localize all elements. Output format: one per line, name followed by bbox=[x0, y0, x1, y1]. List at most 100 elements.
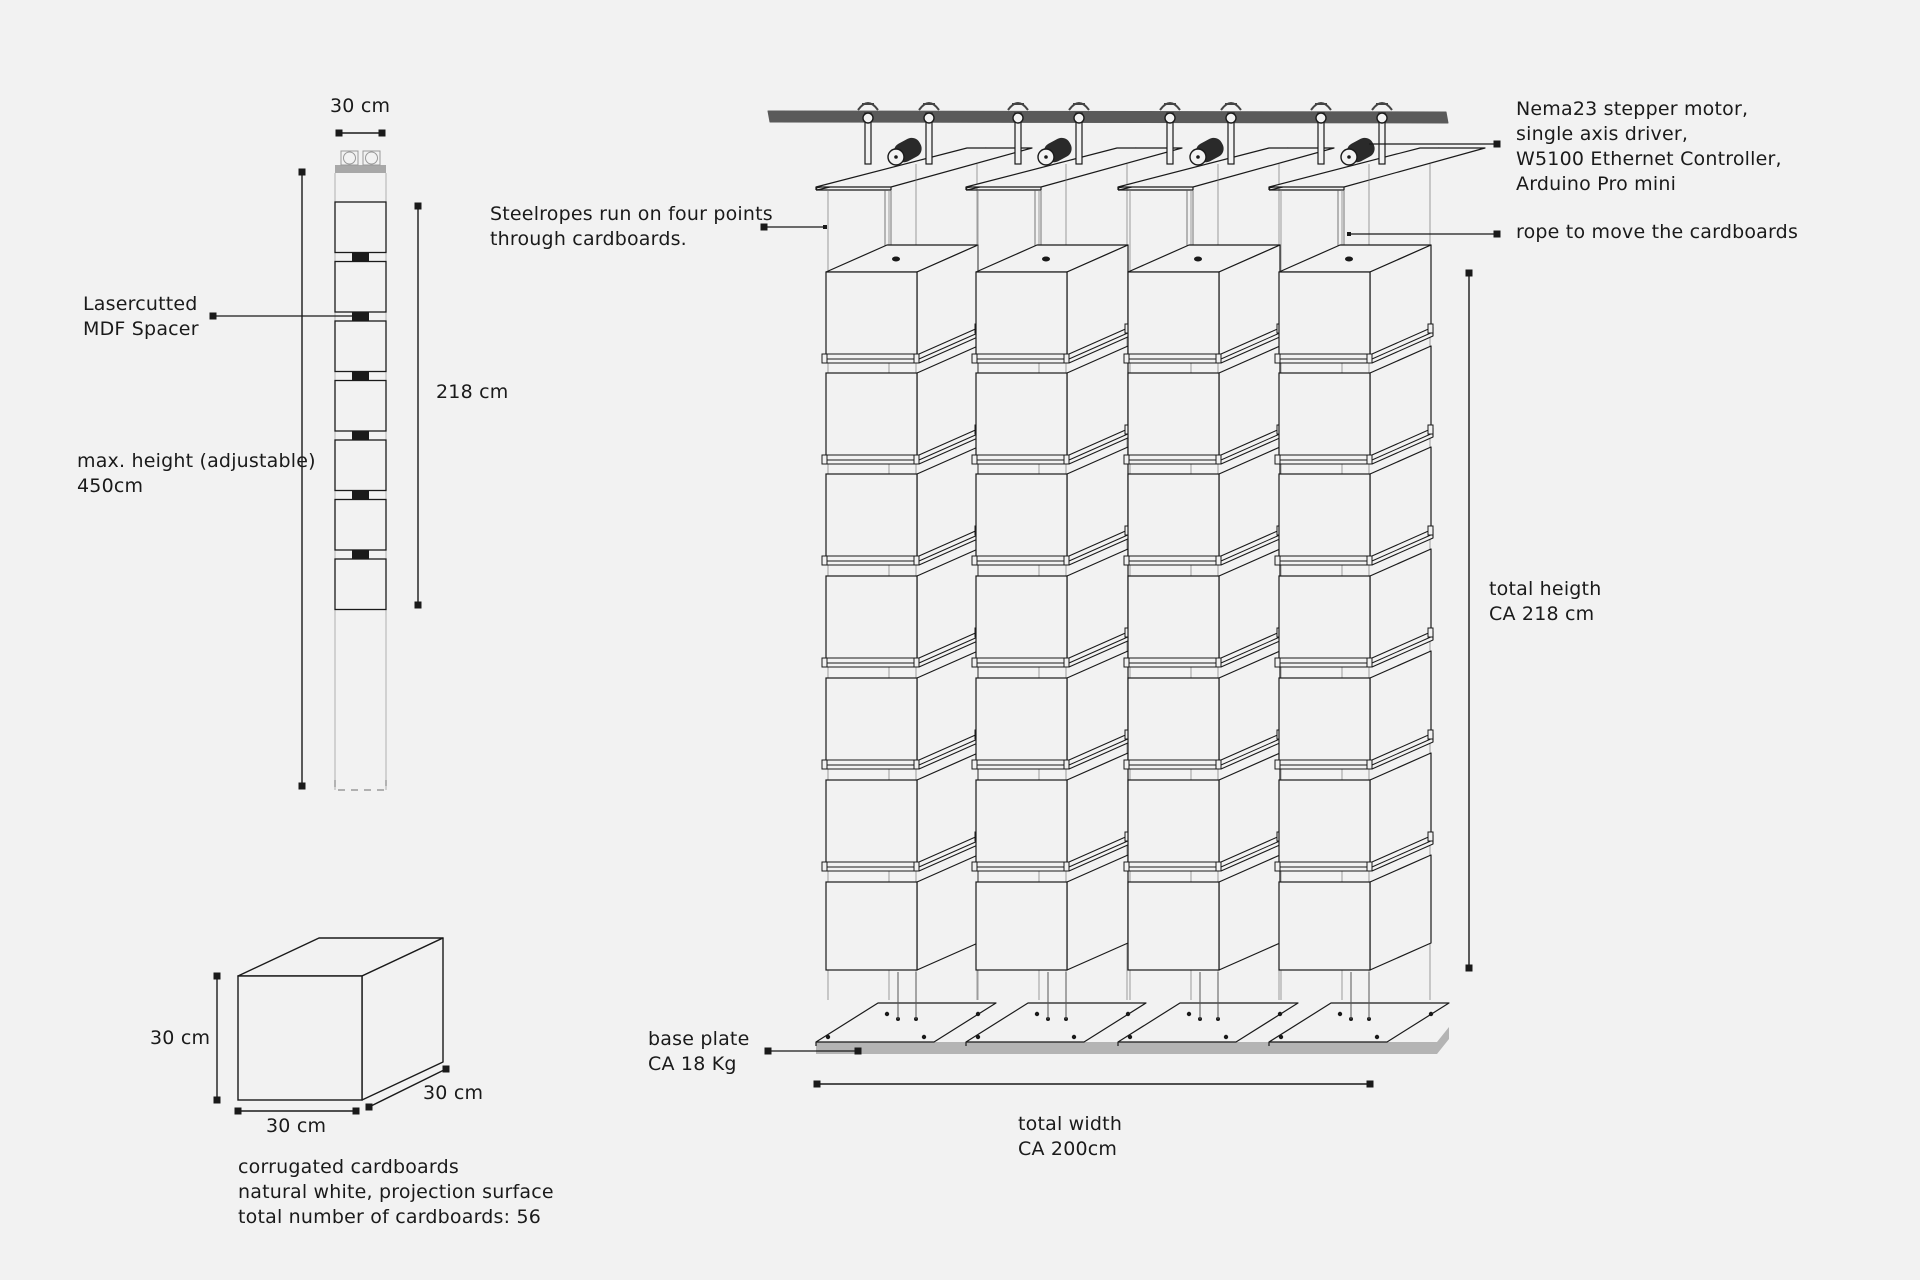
rope-hole bbox=[1042, 256, 1050, 262]
rail-clamp-icon bbox=[1310, 102, 1332, 117]
side-view bbox=[298, 129, 422, 791]
mdf-spacer-edge bbox=[918, 737, 981, 766]
spacer-clip bbox=[913, 555, 920, 566]
total-height-label-line-1: total heigth bbox=[1489, 578, 1602, 600]
spacer-clip bbox=[1123, 657, 1130, 668]
side-cardboard bbox=[334, 558, 387, 611]
rail-clamp-icon bbox=[857, 102, 879, 117]
base-bolt bbox=[1127, 1034, 1133, 1040]
base-plate-leader-end bbox=[764, 1047, 772, 1055]
spacer-clip bbox=[1366, 454, 1373, 465]
spacer-clip bbox=[1274, 555, 1281, 566]
rope-hole bbox=[1345, 256, 1353, 262]
mdf-spacer-edge bbox=[1371, 331, 1434, 360]
spacer-clip bbox=[1063, 657, 1070, 668]
base-plate-shadow bbox=[1269, 1027, 1449, 1054]
spacer-clip bbox=[1063, 353, 1070, 364]
cube-height-dimension-end bbox=[213, 1096, 221, 1104]
spacer-label: Lasercutted MDF Spacer bbox=[83, 292, 199, 342]
clamp-nut bbox=[1164, 112, 1176, 124]
base-plate-top bbox=[1268, 1002, 1450, 1043]
base-bolt bbox=[1034, 1011, 1040, 1017]
base-plate-shadow bbox=[816, 1027, 996, 1054]
mdf-spacer-edge bbox=[1371, 635, 1434, 664]
cardboard-front-face bbox=[1127, 372, 1220, 462]
mdf-spacer-edge bbox=[1371, 737, 1434, 766]
mdf-spacer-edge bbox=[918, 533, 981, 562]
cardboard-front-face bbox=[825, 271, 918, 361]
cardboard-front-face bbox=[1278, 881, 1371, 971]
motor-shaft bbox=[1347, 155, 1351, 159]
mdf-spacer-edge bbox=[1068, 432, 1131, 461]
spacer-clip bbox=[1123, 861, 1130, 872]
ceiling-plate bbox=[965, 147, 1183, 188]
mdf-spacer-edge bbox=[1220, 533, 1283, 562]
rope-leader-end bbox=[1493, 230, 1501, 238]
base-bolt bbox=[1125, 1011, 1131, 1017]
ceiling-plate bbox=[815, 147, 1033, 188]
base-bolt bbox=[1071, 1034, 1077, 1040]
steelropes-label-line-1: Steelropes run on four points bbox=[490, 203, 773, 225]
side-cardboard bbox=[334, 439, 387, 492]
base-bolt bbox=[975, 1011, 981, 1017]
cardboard-front-face bbox=[825, 575, 918, 665]
clamp-nut bbox=[1225, 112, 1237, 124]
base-bolt bbox=[1223, 1034, 1229, 1040]
spacer-clip bbox=[1274, 353, 1281, 364]
side-height-label: 218 cm bbox=[436, 381, 509, 403]
max-height-label: max. height (adjustable) 450cm bbox=[77, 449, 316, 499]
ceiling-plate bbox=[1268, 147, 1486, 188]
cardboard-front-face bbox=[1127, 271, 1220, 361]
base-bolt bbox=[1374, 1034, 1380, 1040]
spacer-clip bbox=[913, 657, 920, 668]
mdf-spacer-edge bbox=[918, 635, 981, 664]
base-plate-top bbox=[965, 1002, 1147, 1043]
tower-column bbox=[815, 102, 1033, 1054]
spacer-clip bbox=[971, 454, 978, 465]
spacer-clip bbox=[913, 861, 920, 872]
cardboard-front-face bbox=[825, 881, 918, 971]
spacer-clip bbox=[1123, 454, 1130, 465]
cardboard-description-line-3: total number of cardboards: 56 bbox=[238, 1206, 542, 1228]
spacer-clip bbox=[1274, 657, 1281, 668]
mdf-spacer-edge bbox=[1068, 331, 1131, 360]
spacer-clip bbox=[971, 657, 978, 668]
spacer-clip bbox=[821, 353, 828, 364]
clamp-bolt bbox=[1166, 117, 1174, 165]
mdf-spacer-edge bbox=[1068, 635, 1131, 664]
cube-width-label: 30 cm bbox=[266, 1115, 327, 1137]
cardboard-front-face bbox=[825, 779, 918, 869]
cardboard-description: corrugated cardboards natural white, pro… bbox=[238, 1155, 554, 1230]
side-motor-block bbox=[340, 150, 359, 166]
cardboard-front-face bbox=[1278, 271, 1371, 361]
mdf-spacer-edge bbox=[1220, 737, 1283, 766]
side-cardboard bbox=[334, 498, 387, 551]
max-height-dimension-end bbox=[298, 782, 306, 790]
mdf-spacer-edge bbox=[1068, 737, 1131, 766]
cardboard-front-face bbox=[1127, 677, 1220, 767]
spacer-clip bbox=[1427, 831, 1434, 842]
side-top-plate bbox=[335, 165, 386, 173]
cardboard-side-face bbox=[1066, 854, 1129, 971]
total-width-label-line-2: CA 200cm bbox=[1018, 1138, 1118, 1160]
cardboard-front-face bbox=[975, 677, 1068, 767]
spacer-clip bbox=[971, 353, 978, 364]
cardboard-description-line-1: corrugated cardboards bbox=[238, 1156, 459, 1178]
clamp-bolt bbox=[1014, 117, 1022, 165]
spacer-clip bbox=[1063, 454, 1070, 465]
mdf-spacer-edge bbox=[1220, 635, 1283, 664]
cardboard-front-face bbox=[975, 271, 1068, 361]
steelropes-leader-end bbox=[823, 225, 827, 229]
spacer-clip bbox=[1427, 627, 1434, 638]
side-height-dimension-end bbox=[414, 202, 422, 210]
base-bolt bbox=[1277, 1011, 1283, 1017]
cardboard-side-face bbox=[1218, 854, 1281, 971]
spacer-clip bbox=[821, 861, 828, 872]
mdf-spacer-edge bbox=[918, 432, 981, 461]
cube-front-face bbox=[237, 975, 363, 1101]
side-mdf-spacer bbox=[352, 371, 369, 381]
cube-width-dimension-end bbox=[234, 1107, 242, 1115]
spacer-clip bbox=[1215, 555, 1222, 566]
side-cardboard bbox=[334, 260, 387, 313]
